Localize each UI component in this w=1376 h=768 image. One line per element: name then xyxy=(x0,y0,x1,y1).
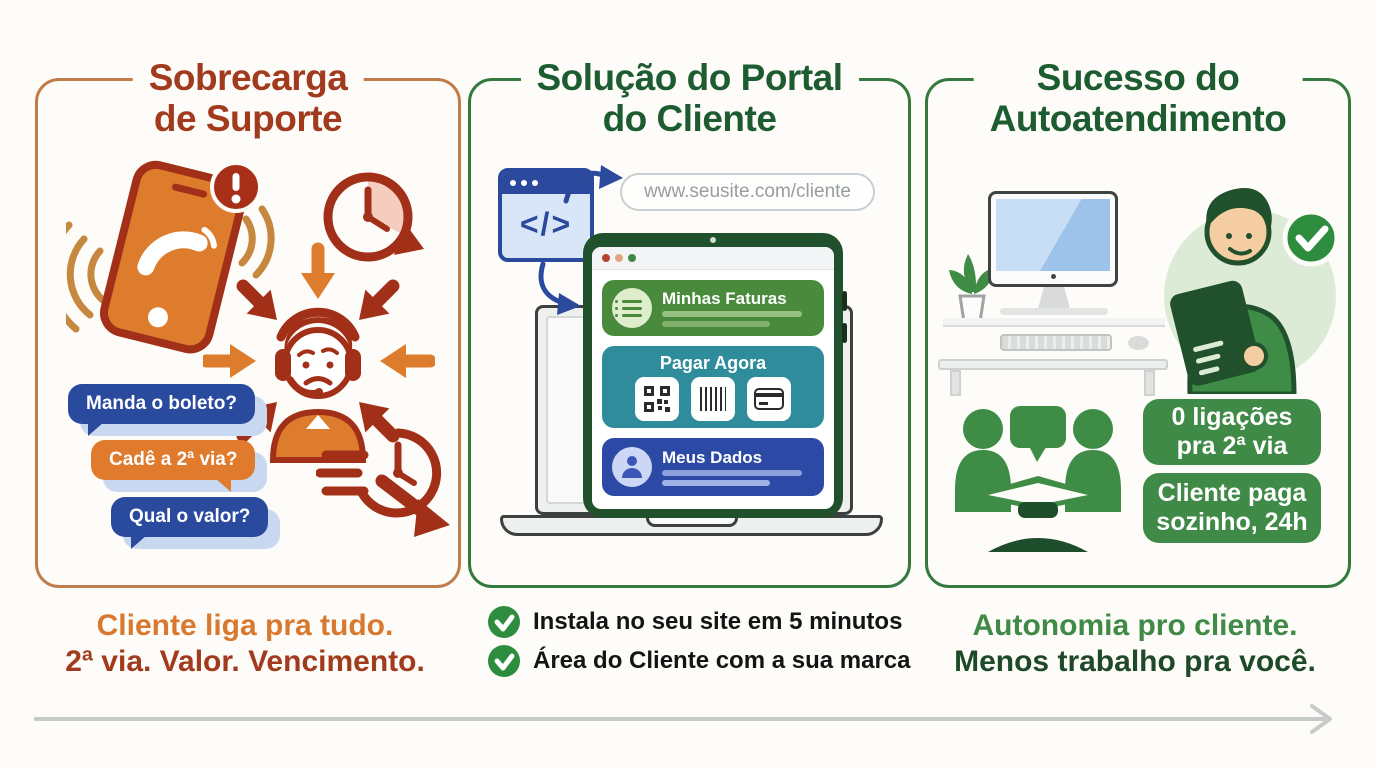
monitor-camera-dot xyxy=(1050,274,1056,279)
time-pressure-clock-icon xyxy=(316,428,450,537)
window-dot-green xyxy=(628,254,636,262)
caption-line-2: Menos trabalho pra você. xyxy=(954,645,1316,678)
customer-questions-bubbles: Manda o boleto? Cadê a 2ª via? Qual o va… xyxy=(63,379,323,579)
zero-calls-badge: 0 ligações pra 2ª via xyxy=(1143,399,1321,465)
badge-line: Cliente paga xyxy=(1157,478,1307,507)
desk-top xyxy=(938,359,1168,370)
panel-selfservice-success: Sucesso do Autoatendimento xyxy=(925,57,1351,588)
desk-shelf xyxy=(943,318,1165,327)
badge-line: pra 2ª via xyxy=(1176,432,1288,460)
profile-person-icon xyxy=(612,447,652,487)
panel-portal-solution: Solução do Portal do Cliente </> www.seu… xyxy=(468,57,911,588)
caption-success: Autonomia pro cliente. Menos trabalho pr… xyxy=(935,608,1335,680)
code-window-icon: </> xyxy=(498,168,594,262)
monitor-screen xyxy=(996,199,1110,271)
deadline-clock-icon xyxy=(323,172,424,262)
placeholder-bar xyxy=(662,310,802,317)
tablet-in-hands xyxy=(1170,280,1261,386)
window-dot-orange xyxy=(615,254,623,262)
monitor-icon xyxy=(988,191,1118,287)
title-line-1: Sucesso do xyxy=(1036,57,1240,98)
ringing-phone-icon xyxy=(66,160,275,354)
tablet-button xyxy=(842,291,847,311)
laptop-base xyxy=(500,515,883,536)
question-bubble-segunda-via: Cadê a 2ª via? xyxy=(91,440,256,492)
placeholder-bar xyxy=(662,320,770,327)
code-glyph: </> xyxy=(519,205,573,242)
pay-now-card[interactable]: Pagar Agora xyxy=(602,346,824,428)
invoices-card[interactable]: Minhas Faturas xyxy=(602,280,824,336)
checklist-item: Área do Cliente com a sua marca xyxy=(488,645,910,677)
desk-leg xyxy=(950,370,961,396)
payment-methods xyxy=(635,376,791,421)
checklist-text: Instala no seu site em 5 minutos xyxy=(533,608,903,635)
panel-title-support: Sobrecarga de Suporte xyxy=(132,57,364,140)
monitor-stand xyxy=(1038,287,1070,309)
tablet-button xyxy=(842,323,847,343)
caption-line-2: 2ª via. Valor. Vencimento. xyxy=(65,645,425,678)
portal-content: Minhas Faturas Pagar Agora xyxy=(592,270,834,509)
customer-tablet-icon xyxy=(1164,188,1340,394)
barcode-icon xyxy=(691,376,735,421)
panel-support-overload: Sobrecarga de Suporte xyxy=(35,57,461,588)
badge-line: sozinho, 24h xyxy=(1156,508,1308,536)
title-line-2: do Cliente xyxy=(602,98,777,140)
caption-support: Cliente liga pra tudo. 2ª via. Valor. Ve… xyxy=(45,608,445,680)
monitor-base xyxy=(1000,308,1108,315)
question-bubble-boleto: Manda o boleto? xyxy=(68,384,255,436)
panel-title-portal: Solução do Portal do Cliente xyxy=(520,57,859,140)
title-line-1: Solução do Portal xyxy=(536,57,843,98)
checklist-text: Área do Cliente com a sua marca xyxy=(533,647,911,674)
mouse-icon xyxy=(1128,336,1149,350)
portal-checklist: Instala no seu site em 5 minutos Área do… xyxy=(488,606,910,684)
portal-screen: Minhas Faturas Pagar Agora xyxy=(592,247,834,509)
question-bubble-valor: Qual o valor? xyxy=(111,497,269,549)
meeting-group-icon xyxy=(955,406,1121,552)
browser-bar xyxy=(592,247,834,270)
caption-line-1: Autonomia pro cliente. xyxy=(972,609,1298,642)
alert-badge xyxy=(210,161,262,213)
caption-line-1: Cliente liga pra tudo. xyxy=(96,609,394,642)
client-pays-badge: Cliente paga sozinho, 24h xyxy=(1143,473,1321,543)
my-data-label: Meus Dados xyxy=(662,447,763,467)
phone-body xyxy=(100,160,246,354)
keyboard-icon xyxy=(1000,334,1112,351)
pay-now-label: Pagar Agora xyxy=(659,352,767,373)
title-line-2: de Suporte xyxy=(153,98,343,140)
camera-dot-icon xyxy=(710,237,716,243)
code-window-titlebar xyxy=(502,172,590,194)
panel-title-success: Sucesso do Autoatendimento xyxy=(973,57,1303,140)
sound-waves-left xyxy=(66,221,108,333)
client-portal-tablet: Minhas Faturas Pagar Agora xyxy=(583,233,847,518)
url-address-field[interactable]: www.seusite.com/cliente xyxy=(620,173,875,211)
invoices-card-label: Minhas Faturas xyxy=(662,288,787,308)
desk-leg xyxy=(1144,370,1155,396)
title-line-2: Autoatendimento xyxy=(989,98,1287,140)
invoice-list-icon xyxy=(612,288,652,328)
badge-line: 0 ligações xyxy=(1171,402,1293,431)
placeholder-bar xyxy=(662,469,802,476)
credit-card-icon xyxy=(747,376,791,421)
title-line-1: Sobrecarga xyxy=(148,57,348,98)
qr-code-icon xyxy=(635,376,679,421)
sound-waves-right xyxy=(238,205,275,279)
window-dot-red xyxy=(602,254,610,262)
check-circle-icon xyxy=(488,645,520,677)
checklist-item: Instala no seu site em 5 minutos xyxy=(488,606,910,638)
check-circle-icon xyxy=(488,606,520,638)
placeholder-bar xyxy=(662,479,770,486)
check-badge-icon xyxy=(1282,209,1340,267)
timeline-arrow-icon xyxy=(34,704,1332,734)
my-data-card[interactable]: Meus Dados xyxy=(602,438,824,496)
desktop-computer-icon xyxy=(938,176,1168,396)
